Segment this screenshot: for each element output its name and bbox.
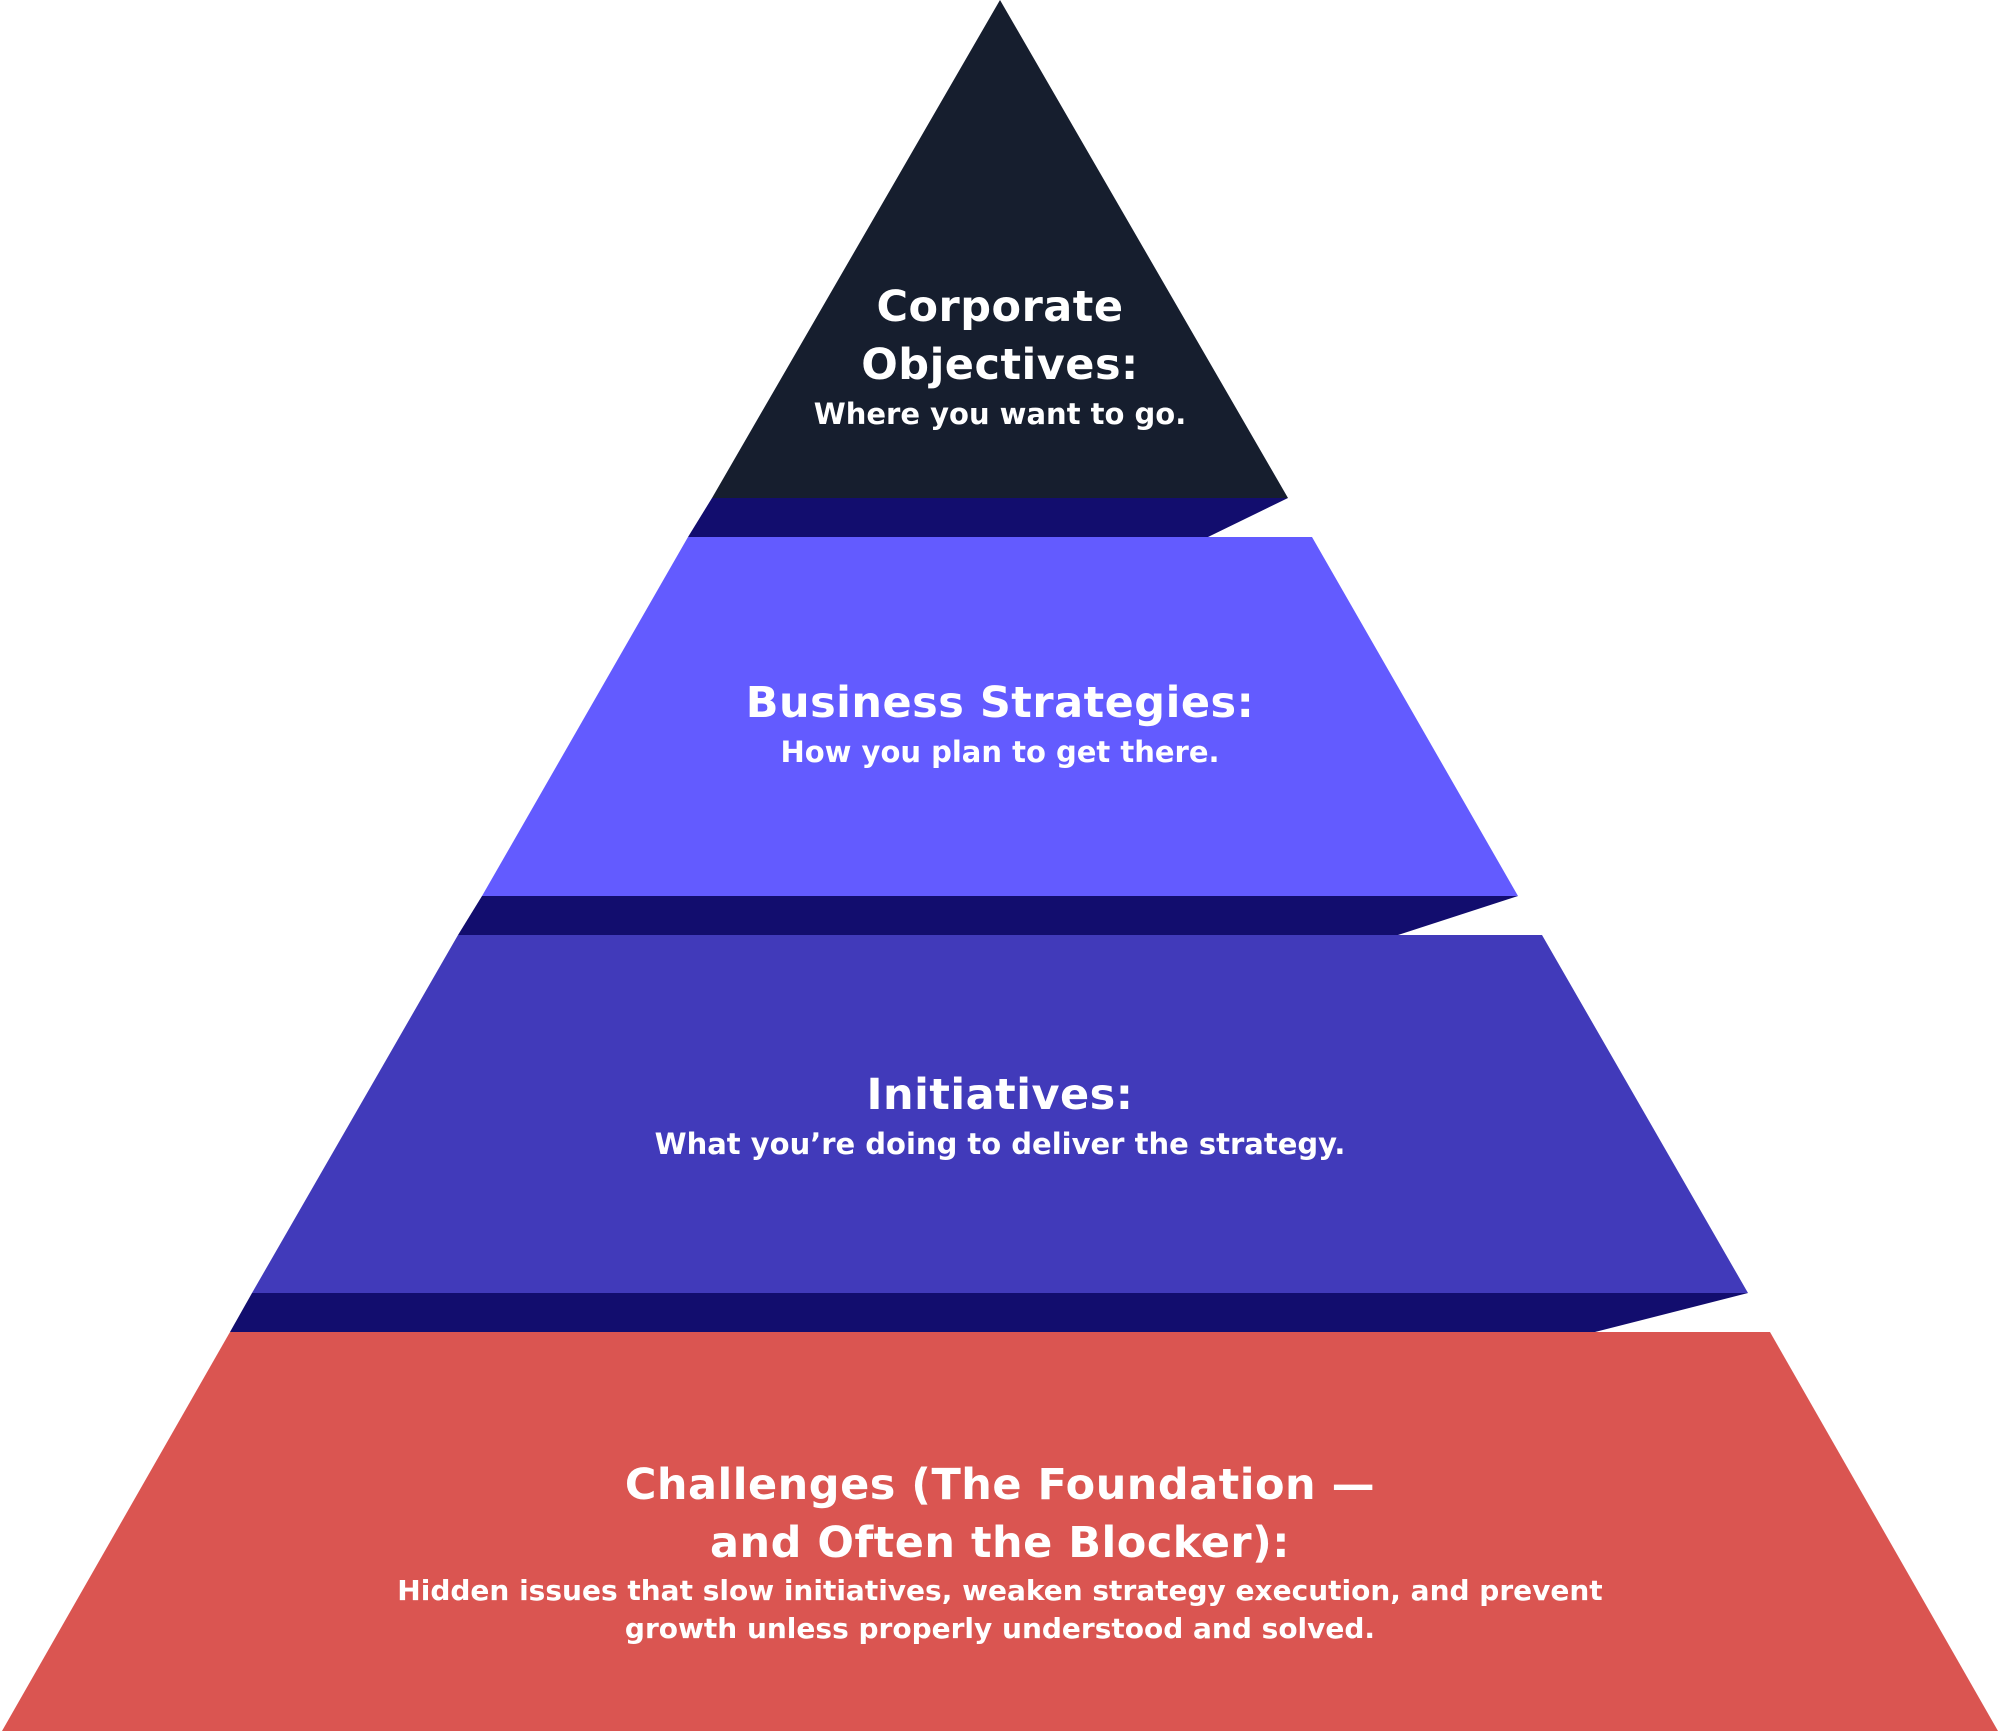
tier-challenges-label: Challenges (The Foundation — and Often t… — [300, 1456, 1700, 1648]
tier-strategies-shape — [482, 537, 1518, 896]
tier-initiatives-title: Initiatives: — [866, 1070, 1134, 1120]
tier-initiatives-shape — [252, 935, 1748, 1293]
tier-challenges-title-line-2: and Often the Blocker): — [710, 1518, 1290, 1569]
tier-challenges-subtitle-line-2: growth unless properly understood and so… — [624, 1611, 1376, 1645]
tier-objectives-subtitle: Where you want to go. — [813, 397, 1187, 432]
connector-band-1 — [688, 498, 1288, 537]
tier-strategies-title: Business Strategies: — [745, 678, 1255, 728]
tier-challenges-title-line-1: Challenges (The Foundation — — [624, 1460, 1376, 1510]
connector-band-2 — [458, 896, 1518, 935]
tier-strategies-subtitle: How you plan to get there. — [780, 734, 1220, 769]
tier-objectives-title-line-1: Corporate — [876, 282, 1124, 332]
tier-initiatives-label: Initiatives: What you’re doing to delive… — [500, 1068, 1500, 1164]
tier-initiatives-subtitle: What you’re doing to deliver the strateg… — [654, 1126, 1346, 1161]
tier-challenges-shape — [2, 1332, 1998, 1731]
connector-band-3 — [230, 1293, 1748, 1332]
tier-objectives-title-line-2: Objectives: — [861, 340, 1139, 391]
tier-challenges-subtitle-line-1: Hidden issues that slow initiatives, wea… — [397, 1574, 1603, 1608]
tier-strategies-label: Business Strategies: How you plan to get… — [600, 676, 1400, 772]
tier-objectives-shape — [712, 0, 1288, 498]
tier-objectives-label: Corporate Objectives: Where you want to … — [750, 278, 1250, 435]
